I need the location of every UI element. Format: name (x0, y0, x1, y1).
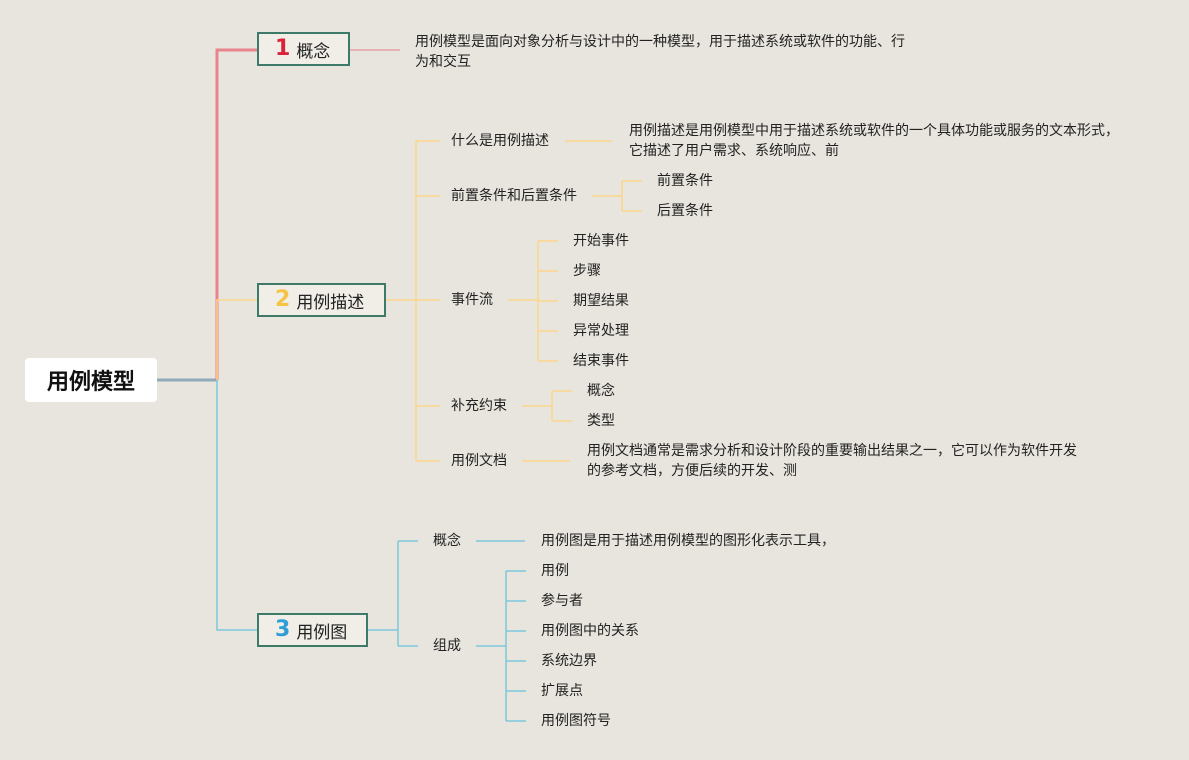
branch-concept-label: 概念 (296, 41, 331, 62)
use-case-document-text: 用例文档通常是需求分析和设计阶段的重要输出结果之一，它可以作为软件开发的参考文档… (587, 443, 1077, 479)
subtopic-use-case-document[interactable]: 用例文档 (451, 453, 507, 469)
subtopic-pre-post-conditions[interactable]: 前置条件和后置条件 (451, 188, 577, 204)
subtopic-what-is-description[interactable]: 什么是用例描述 (451, 133, 549, 149)
list-item[interactable]: 扩展点 (541, 683, 583, 699)
branch-concept[interactable]: 1 概念 (257, 32, 350, 66)
subtopic-event-flow[interactable]: 事件流 (451, 292, 493, 308)
branch-2-sub-connectors (508, 140, 642, 462)
number-three-icon: 3 (275, 617, 291, 642)
list-item[interactable]: 步骤 (573, 263, 601, 279)
subtopic-supplementary-constraints[interactable]: 补充约束 (451, 398, 507, 414)
list-item[interactable]: 开始事件 (573, 233, 629, 249)
subtopic-diagram-concept[interactable]: 概念 (433, 533, 461, 549)
concept-description: 用例模型是面向对象分析与设计中的一种模型，用于描述系统或软件的功能、行为和交互 (415, 34, 905, 70)
number-two-icon: 2 (275, 287, 291, 312)
number-one-icon: 1 (275, 36, 291, 61)
branch-use-case-description[interactable]: 2 用例描述 (257, 283, 386, 317)
branch-2-connector (216, 299, 257, 380)
list-item[interactable]: 前置条件 (657, 173, 713, 189)
list-item[interactable]: 异常处理 (573, 323, 629, 339)
branch-use-case-diagram[interactable]: 3 用例图 (257, 613, 368, 647)
list-item[interactable]: 后置条件 (657, 203, 713, 219)
list-item[interactable]: 类型 (587, 413, 615, 429)
branch-3-sub-connectors (476, 540, 526, 722)
branch-use-case-description-label: 用例描述 (296, 292, 365, 313)
list-item[interactable]: 系统边界 (541, 653, 597, 669)
branch-use-case-diagram-label: 用例图 (296, 622, 348, 643)
diagram-concept-text: 用例图是用于描述用例模型的图形化表示工具， (541, 533, 835, 549)
branch-2-trunk (386, 140, 440, 462)
list-item[interactable]: 用例 (541, 563, 569, 579)
list-item[interactable]: 结束事件 (573, 353, 629, 369)
list-item[interactable]: 用例图符号 (541, 713, 611, 729)
branch-1-connector (215, 48, 257, 380)
list-item[interactable]: 用例图中的关系 (541, 623, 639, 639)
root-node[interactable]: 用例模型 (25, 358, 157, 402)
list-item[interactable]: 参与者 (541, 593, 583, 609)
branch-3-connector (216, 380, 257, 631)
what-is-description-text: 用例描述是用例模型中用于描述系统或软件的一个具体功能或服务的文本形式，它描述了用… (629, 123, 1119, 159)
branch-3-trunk (368, 540, 418, 647)
list-item[interactable]: 期望结果 (573, 293, 629, 309)
root-label: 用例模型 (46, 370, 135, 395)
subtopic-composition[interactable]: 组成 (433, 638, 461, 654)
list-item[interactable]: 概念 (587, 383, 615, 399)
